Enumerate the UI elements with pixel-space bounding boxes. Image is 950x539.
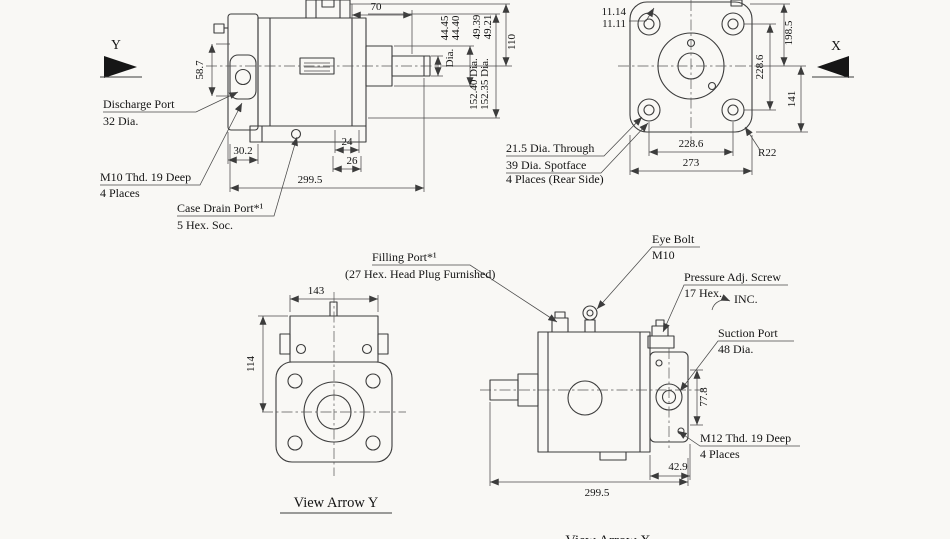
suction-port-label: Suction Port (718, 326, 778, 340)
x-direction-arrow-icon (817, 56, 849, 78)
dim-114-label: 114 (245, 355, 257, 372)
x-view-caption: View Arrow X (565, 533, 651, 539)
eye-bolt-label: Eye Bolt (652, 232, 695, 246)
dim-2995-label: 299.5 (298, 174, 323, 186)
hole-note-1-label: 21.5 Dia. Through (506, 141, 594, 155)
case-drain-label: Case Drain Port*¹ (177, 201, 264, 215)
dim-1114-label: 11.14 (602, 6, 627, 18)
hole-note-3-label: 4 Places (Rear Side) (506, 172, 604, 186)
mounting-hole (637, 98, 661, 122)
m12-note-label: M12 Thd. 19 Deep (700, 431, 791, 445)
side-view-outline (213, 0, 431, 143)
dim-141-label: 141 (786, 91, 798, 108)
discharge-port-label: Discharge Port (103, 97, 175, 111)
view-arrow-x-indicator: X (812, 38, 854, 78)
x-arrow-label: X (831, 38, 841, 53)
dim-2286v-label: 228.6 (754, 54, 766, 79)
rear-view-dimensions: 11.14 11.11 228.6 198.5 141 228.6 273 R2… (506, 3, 808, 186)
dim-4939-label: 49.39 (471, 14, 483, 39)
dim-shaft-dia-suffix: Dia. (444, 48, 456, 67)
discharge-port-feature (234, 68, 252, 86)
discharge-port-size-label: 32 Dia. (103, 114, 138, 128)
side-view-dimensions: 70 44.45 44.40 Dia. 49.39 49.21 110 152.… (194, 1, 518, 192)
dim-273-label: 273 (683, 157, 700, 169)
y-direction-arrow-icon (104, 56, 137, 78)
dim-429-label: 42.9 (668, 461, 688, 473)
dim-shaft-dia-1: 44.45 (439, 15, 451, 40)
inc-direction-arrow-icon (711, 294, 731, 311)
x-view-outline (489, 305, 689, 461)
pressure-screw-label: Pressure Adj. Screw (684, 270, 781, 284)
x-view-dimensions: 77.8 42.9 299.5 (489, 369, 710, 499)
dim-pilot-dia-1: 152.40 Dia. (468, 58, 480, 110)
dim-4921-label: 49.21 (482, 15, 494, 40)
dim-24-label: 24 (342, 136, 354, 148)
pressure-screw-size-label: 17 Hex. (684, 286, 722, 300)
front-view-caption: View Arrow Y (280, 495, 392, 514)
m10-places-label: 4 Places (100, 186, 140, 200)
dim-26-label: 26 (347, 155, 359, 167)
dim-1985-label: 198.5 (783, 20, 795, 45)
dim-shaft-dia-2: 44.40 (450, 15, 462, 40)
eye-bolt-size-label: M10 (652, 248, 675, 262)
dim-r22-label: R22 (758, 147, 776, 159)
dim-302-label: 30.2 (233, 145, 252, 157)
inc-label: INC. (734, 292, 758, 306)
side-view-labels: Discharge Port 32 Dia. M10 Thd. 19 Deep … (100, 91, 298, 232)
dim-70-label: 70 (371, 1, 383, 13)
dim-778-label: 77.8 (698, 387, 710, 407)
x-view-labels: Filling Port*¹ (27 Hex. Head Plug Furnis… (345, 232, 800, 461)
suction-port-size-label: 48 Dia. (718, 342, 753, 356)
filling-port-sub-label: (27 Hex. Head Plug Furnished) (345, 267, 495, 281)
dim-2286h-label: 228.6 (679, 138, 704, 150)
y-arrow-label: Y (111, 37, 121, 52)
case-drain-feature (290, 128, 302, 140)
dim-pilot-dia-2: 152.35 Dia. (479, 58, 491, 110)
dim-587-label: 58.7 (194, 60, 206, 80)
pressure-adj-screw-feature (647, 335, 675, 349)
front-view-dimensions: 143 114 (245, 285, 379, 412)
hole-note-2-label: 39 Dia. Spotface (506, 158, 586, 172)
filling-port-label: Filling Port*¹ (372, 250, 437, 264)
view-arrow-y-caption: View Arrow Y (294, 495, 379, 511)
m10-note-label: M10 Thd. 19 Deep (100, 170, 191, 184)
view-arrow-y-indicator: Y (100, 37, 142, 78)
case-drain-size-label: 5 Hex. Soc. (177, 218, 233, 232)
dim-143-label: 143 (308, 285, 325, 297)
dim-1111-label: 11.11 (602, 18, 626, 30)
m12-places-label: 4 Places (700, 447, 740, 461)
eye-bolt-ring (582, 305, 598, 321)
dim-2995-x-label: 299.5 (585, 487, 610, 499)
dim-110-label: 110 (506, 33, 518, 50)
view-arrow-x-caption: View Arrow X (565, 533, 651, 539)
